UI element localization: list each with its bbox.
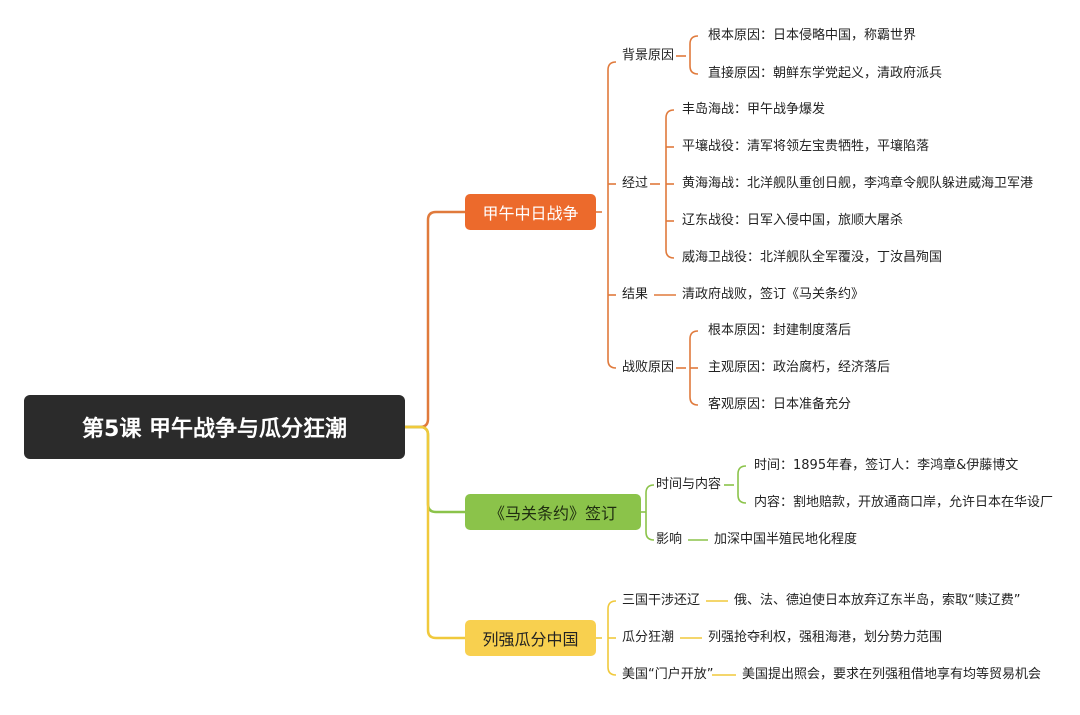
leaf-item: 直接原因：朝鲜东学党起义，清政府派兵 [708,66,943,81]
leaf-item: 威海卫战役：北洋舰队全军覆没，丁汝昌殉国 [682,250,943,265]
leaf-item: 平壤战役：清军将领左宝贵牺牲，平壤陷落 [682,139,930,154]
leaf-item: 根本原因：日本侵略中国，称霸世界 [708,28,917,43]
leaf-item: 内容：割地赔款，开放通商口岸，允许日本在华设厂 [754,495,1054,510]
connector-root-branch2 [405,425,465,514]
leaf-item: 列强抢夺利权，强租海港，划分势力范围 [708,630,943,645]
branch-partition-of-china: 列强瓜分中国 [465,620,596,656]
subtopic-triple-intervention: 三国干涉还辽 [622,593,701,608]
leaf-item: 主观原因：政治腐朽，经济落后 [708,360,891,375]
connector-root-branch1 [405,210,465,429]
subtopic-defeat-reasons: 战败原因 [622,360,675,375]
subtopic-process: 经过 [622,176,649,191]
branch3-connectors [596,600,736,676]
leaf-item: 俄、法、德迫使日本放弃辽东半岛，索取“赎辽费” [734,593,1021,608]
leaf-item: 清政府战败，签订《马关条约》 [682,287,865,302]
leaf-item: 加深中国半殖民地化程度 [714,532,858,547]
subtopic-impact: 影响 [656,532,683,547]
subtopic-result: 结果 [622,287,649,302]
root-topic: 第5课 甲午战争与瓜分狂潮 [24,395,405,459]
branch2-connectors [641,465,747,541]
leaf-item: 时间：1895年春，签订人：李鸿章&伊藤博文 [754,458,1019,473]
root-connectors [405,210,465,640]
leaf-item: 黄海海战：北洋舰队重创日舰，李鸿章令舰队躲进威海卫军港 [682,176,1034,191]
subtopic-background: 背景原因 [622,48,675,63]
branch-sino-japanese-war: 甲午中日战争 [465,194,596,230]
subtopic-open-door: 美国“门户开放” [622,667,714,682]
branch-treaty-of-shimonoseki: 《马关条约》签订 [465,494,641,530]
branch1-connectors [596,35,699,406]
leaf-item: 辽东战役：日军入侵中国，旅顺大屠杀 [682,213,904,228]
leaf-item: 丰岛海战：甲午战争爆发 [682,102,826,117]
connector-root-branch3 [405,425,465,640]
leaf-item: 美国提出照会，要求在列强租借地享有均等贸易机会 [742,667,1042,682]
subtopic-time-content: 时间与内容 [656,477,722,492]
subtopic-scramble: 瓜分狂潮 [622,630,675,645]
leaf-item: 客观原因：日本准备充分 [708,397,852,412]
leaf-item: 根本原因：封建制度落后 [708,323,852,338]
